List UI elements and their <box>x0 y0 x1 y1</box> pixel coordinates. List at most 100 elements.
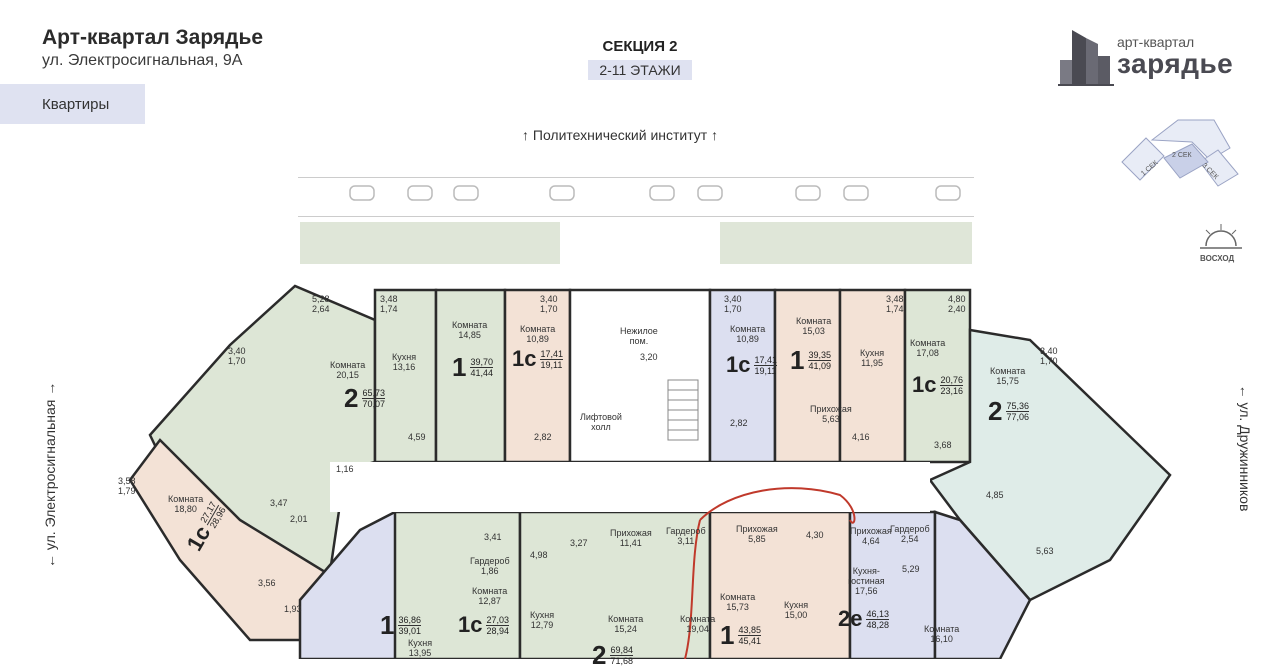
room-label: 1,93 <box>284 604 302 614</box>
room-label: 5,63 <box>1036 546 1054 556</box>
logo-building-icon <box>1058 30 1114 86</box>
room-label: 3,47 <box>270 498 288 508</box>
street-top: ↑ Политехнический институт ↑ <box>522 127 719 143</box>
balcony-label: 5,28 2,64 <box>312 294 330 314</box>
balcony-label: 3,40 1,70 <box>724 294 742 314</box>
sunrise-icon <box>1200 224 1242 249</box>
room-label: Нежилое пом. <box>620 326 658 346</box>
lawn-left <box>300 222 560 264</box>
room-label: Прихожая 5,85 <box>736 524 778 544</box>
room-label: 4,98 <box>530 550 548 560</box>
apt-area: 39,70 <box>470 357 493 368</box>
room-label: Кухня 11,95 <box>860 348 885 368</box>
room-label: Комната 15,73 <box>720 592 756 612</box>
apt-rooms: 1 <box>452 352 467 382</box>
room-label: 4,85 <box>986 490 1004 500</box>
apt-a5b-shape <box>838 288 907 464</box>
apt-total: 19,11 <box>540 359 563 370</box>
room-label: Комната 14,85 <box>452 320 488 340</box>
apt-a2-kitchen-shape <box>373 288 438 464</box>
balcony-label: 3,40 1,70 <box>228 346 246 366</box>
apt-total: 48,28 <box>866 619 890 630</box>
room-label: Кухня 13,95 <box>408 638 433 658</box>
balcony-label: 3,48 1,74 <box>886 294 904 314</box>
room-label: 4,16 <box>852 432 870 442</box>
apt-area: 69,84 <box>610 645 633 656</box>
apt-rooms: 1 <box>790 345 805 375</box>
apt-total: 41,09 <box>808 361 831 371</box>
apt-rooms: 1 <box>380 610 395 640</box>
apt-rooms: 2 <box>592 640 607 670</box>
apt-rooms: 2 <box>344 383 359 413</box>
room-label: Кухня- гостиная 17,56 <box>848 566 885 596</box>
room-label: Гардероб 2,54 <box>890 524 930 544</box>
apt-rooms: 1с <box>726 352 751 377</box>
apt-total: 77,06 <box>1006 412 1029 422</box>
tab-apartments[interactable]: Квартиры <box>0 84 145 124</box>
room-label: 2,01 <box>290 514 308 524</box>
room-label: Кухня 13,16 <box>392 352 417 372</box>
apt-rooms: 2е <box>838 606 863 631</box>
stairs-icon <box>667 379 699 441</box>
apt-area: 17,41 <box>540 348 564 360</box>
project-title: Арт-квартал Зарядье <box>42 26 264 49</box>
project-address: ул. Электросигнальная, 9А <box>42 52 243 69</box>
apt-total: 70,07 <box>362 399 385 409</box>
room-label: Комната 10,89 <box>520 324 556 344</box>
apt-area: 75,36 <box>1006 401 1029 412</box>
section-minimap <box>1121 119 1239 187</box>
room-label: Комната 18,80 <box>168 494 204 514</box>
apt-area: 27,03 <box>486 614 510 626</box>
parking-strip <box>298 177 974 217</box>
balcony-label: 3,48 1,74 <box>380 294 398 314</box>
highlight-stroke <box>699 487 856 524</box>
sunrise-label: ВОСХОД <box>1200 254 1235 263</box>
apt-total: 41,44 <box>470 368 493 378</box>
room-label: 3,20 <box>640 352 658 362</box>
apt-total: 23,16 <box>940 385 964 396</box>
balcony-label: 4,80 2,40 <box>948 294 966 314</box>
room-label: 3,41 <box>484 532 502 542</box>
logo-subtitle: арт-квартал <box>1117 34 1195 50</box>
room-label: 4,30 <box>806 530 824 540</box>
apt-area: 43,85 <box>738 625 761 636</box>
section-title: СЕКЦИЯ 2 <box>602 38 678 55</box>
balcony-label: 3,40 1,70 <box>1040 346 1058 366</box>
room-label: 1,16 <box>336 464 354 474</box>
apt-total: 19,11 <box>754 365 777 376</box>
room-label: Прихожая 4,64 <box>850 526 892 546</box>
apt-a13b-shape <box>933 510 1032 659</box>
room-label: Комната 10,89 <box>730 324 766 344</box>
room-label: Кухня 12,79 <box>530 610 555 630</box>
room-label: 3,68 <box>934 440 952 450</box>
balcony-label: 3,58 1,79 <box>118 476 136 496</box>
core-shape <box>568 288 712 464</box>
logo-title: зарядье <box>1117 48 1234 79</box>
room-label: Прихожая 5,63 <box>810 404 852 424</box>
apt-total: 28,94 <box>486 625 510 636</box>
apt-total: 39,01 <box>398 626 421 636</box>
room-label: Лифтовой холл <box>580 412 622 432</box>
balcony-label: 3,40 1,70 <box>540 294 558 314</box>
room-label: Гардероб 1,86 <box>470 556 510 576</box>
room-label: 4,59 <box>408 432 426 442</box>
tab-apartments-label: Квартиры <box>42 95 110 113</box>
room-label: Комната 20,15 <box>330 360 366 380</box>
room-label: 3,27 <box>570 538 588 548</box>
minimap-sec2: 2 СЕК <box>1172 152 1192 159</box>
parked-cars <box>349 185 961 201</box>
apt-area: 65,73 <box>362 388 385 399</box>
